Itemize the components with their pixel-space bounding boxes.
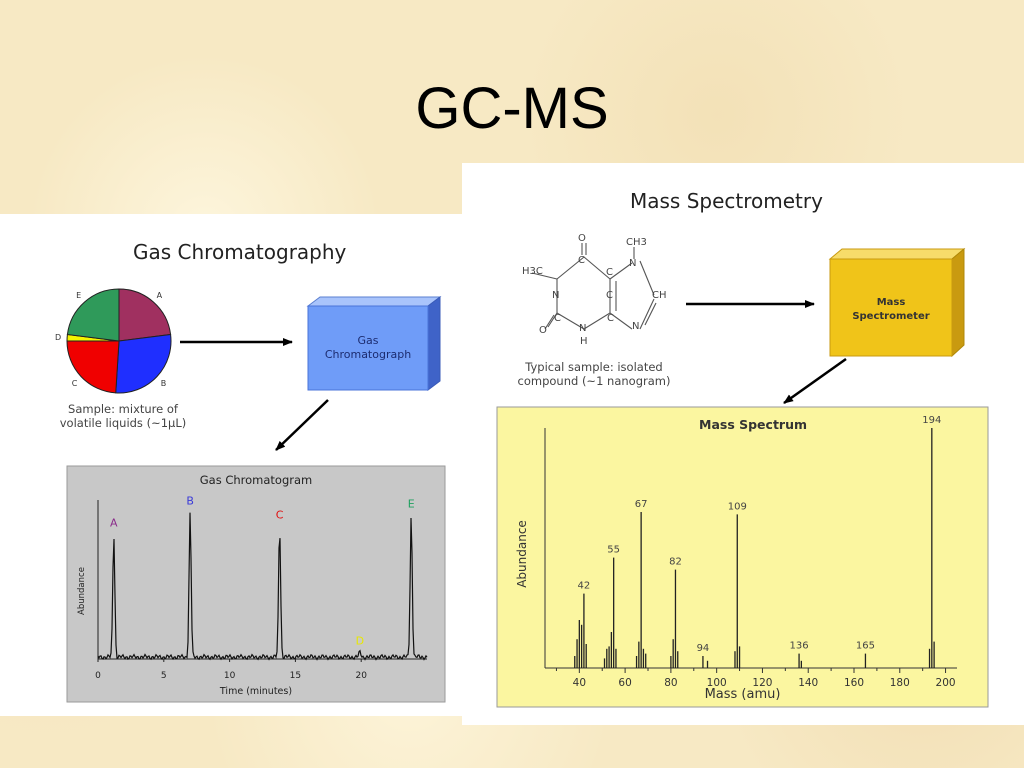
pie-labels: A B C D E bbox=[55, 291, 166, 388]
pie-label-c: C bbox=[72, 379, 78, 388]
ms-peak-label: 109 bbox=[728, 501, 747, 512]
gc-sample-caption: Sample: mixture of volatile liquids (~1μ… bbox=[59, 402, 187, 430]
gc-peak-label-d: D bbox=[356, 634, 364, 647]
gc-tick-label: 15 bbox=[290, 671, 301, 681]
ms-peak-label: 55 bbox=[607, 545, 620, 556]
ms-peak-label: 67 bbox=[635, 499, 648, 510]
gc-heading: Gas Chromatography bbox=[133, 240, 347, 264]
pie-slice-a bbox=[118, 288, 172, 342]
gas-chromatograph-box bbox=[306, 296, 442, 391]
sample-pie-chart bbox=[66, 288, 172, 394]
gc-tick-label: 5 bbox=[161, 671, 167, 681]
ms-tick-label: 120 bbox=[752, 677, 772, 689]
ms-peak-label: 94 bbox=[697, 643, 710, 654]
gc-tick-label: 20 bbox=[355, 671, 367, 681]
mass-spectrum-plot: 42 55 67 82 94 109 136 165 194 40 60 80 100 120 140 16… bbox=[496, 406, 989, 708]
pie-label-e: E bbox=[76, 291, 81, 300]
ms-tick-label: 140 bbox=[798, 677, 818, 689]
pie-slice-c bbox=[66, 340, 120, 394]
pie-slice-e bbox=[66, 288, 120, 342]
ms-peak-label: 42 bbox=[578, 581, 591, 592]
ms-tick-label: 180 bbox=[890, 677, 910, 689]
pie-slice-b bbox=[115, 333, 172, 394]
spectrum-title: Mass Spectrum bbox=[699, 417, 808, 432]
gc-tick-label: 10 bbox=[224, 671, 236, 681]
mass-spectrometer-label: Mass Spectrometer bbox=[852, 297, 930, 322]
gas-chromatograph-label: Gas Chromatograph bbox=[324, 334, 412, 361]
mass-spectrometer-box bbox=[828, 247, 966, 358]
caffeine-molecule bbox=[531, 243, 657, 330]
chromatogram-xlabel: Time (minutes) bbox=[219, 686, 293, 697]
ms-heading: Mass Spectrometry bbox=[630, 189, 823, 213]
gc-arrow-down bbox=[275, 399, 329, 451]
ms-peak-label: 194 bbox=[922, 415, 941, 426]
spectrum-ylabel: Abundance bbox=[515, 520, 529, 588]
spectrum-xlabel: Mass (amu) bbox=[704, 687, 781, 702]
ms-tick-label: 100 bbox=[707, 677, 727, 689]
gc-peak-label-c: C bbox=[276, 509, 284, 522]
chromatogram-ylabel: Abundance bbox=[77, 567, 87, 615]
gc-peak-label-a: A bbox=[110, 517, 118, 530]
ms-tick-label: 80 bbox=[664, 677, 677, 689]
ms-tick-label: 40 bbox=[573, 677, 586, 689]
slide-title: GC-MS bbox=[415, 76, 609, 141]
mass-spectrometry-panel: Mass Spectrometry bbox=[462, 163, 1024, 725]
ms-tick-label: 60 bbox=[618, 677, 631, 689]
gas-chromatogram-plot: A B C D E 0 5 10 15 20 bbox=[66, 465, 446, 703]
pie-label-b: B bbox=[161, 379, 167, 388]
ms-diagram: 42 55 67 82 94 109 136 165 194 40 60 80 100 120 140 16… bbox=[496, 243, 989, 708]
pie-label-a: A bbox=[157, 291, 163, 300]
gc-peak-label-e: E bbox=[408, 498, 415, 511]
ms-tick-label: 160 bbox=[844, 677, 864, 689]
ms-peak-label: 136 bbox=[790, 641, 809, 652]
ms-peak-label: 82 bbox=[669, 557, 682, 568]
gc-peak-label-b: B bbox=[186, 495, 194, 508]
gc-diagram: A B C D E A B C D E 0 5 10 15 20 bbox=[55, 288, 446, 703]
ms-arrow-down bbox=[783, 357, 847, 405]
ms-peak-label: 165 bbox=[856, 641, 875, 652]
pie-label-d: D bbox=[55, 333, 61, 342]
ms-sample-caption: Typical sample: isolated compound (~1 na… bbox=[517, 360, 671, 388]
ms-tick-label: 200 bbox=[936, 677, 956, 689]
gc-tick-label: 0 bbox=[95, 671, 101, 681]
chromatogram-title: Gas Chromatogram bbox=[199, 473, 313, 487]
